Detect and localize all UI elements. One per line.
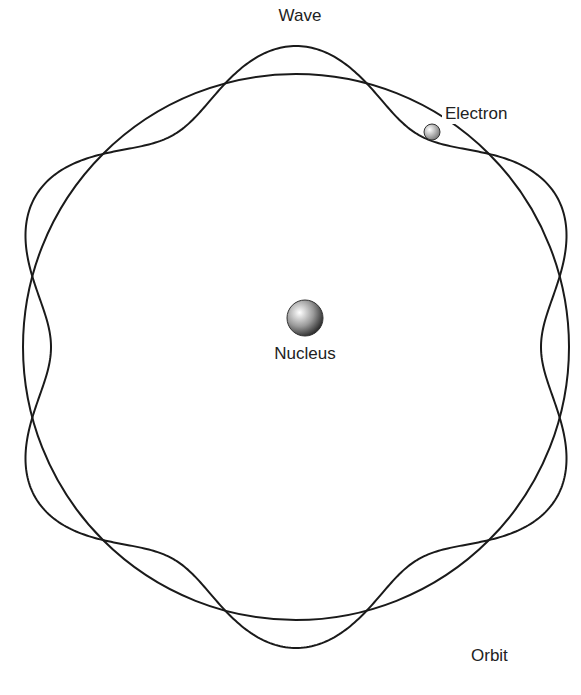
orbit-label: Orbit <box>468 646 511 666</box>
nucleus-label: Nucleus <box>271 344 338 364</box>
nucleus-sphere <box>287 300 323 336</box>
electron-sphere <box>424 124 440 140</box>
wave-line <box>25 46 566 648</box>
electron-label: Electron <box>442 104 510 124</box>
orbit-circle <box>23 74 569 620</box>
wave-label: Wave <box>276 6 325 26</box>
